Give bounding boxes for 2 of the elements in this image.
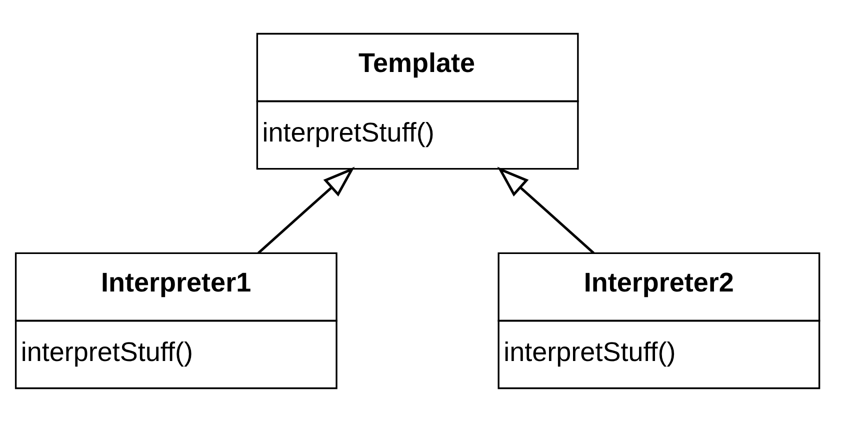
arrow: [497, 166, 594, 254]
arrow: [258, 166, 355, 254]
